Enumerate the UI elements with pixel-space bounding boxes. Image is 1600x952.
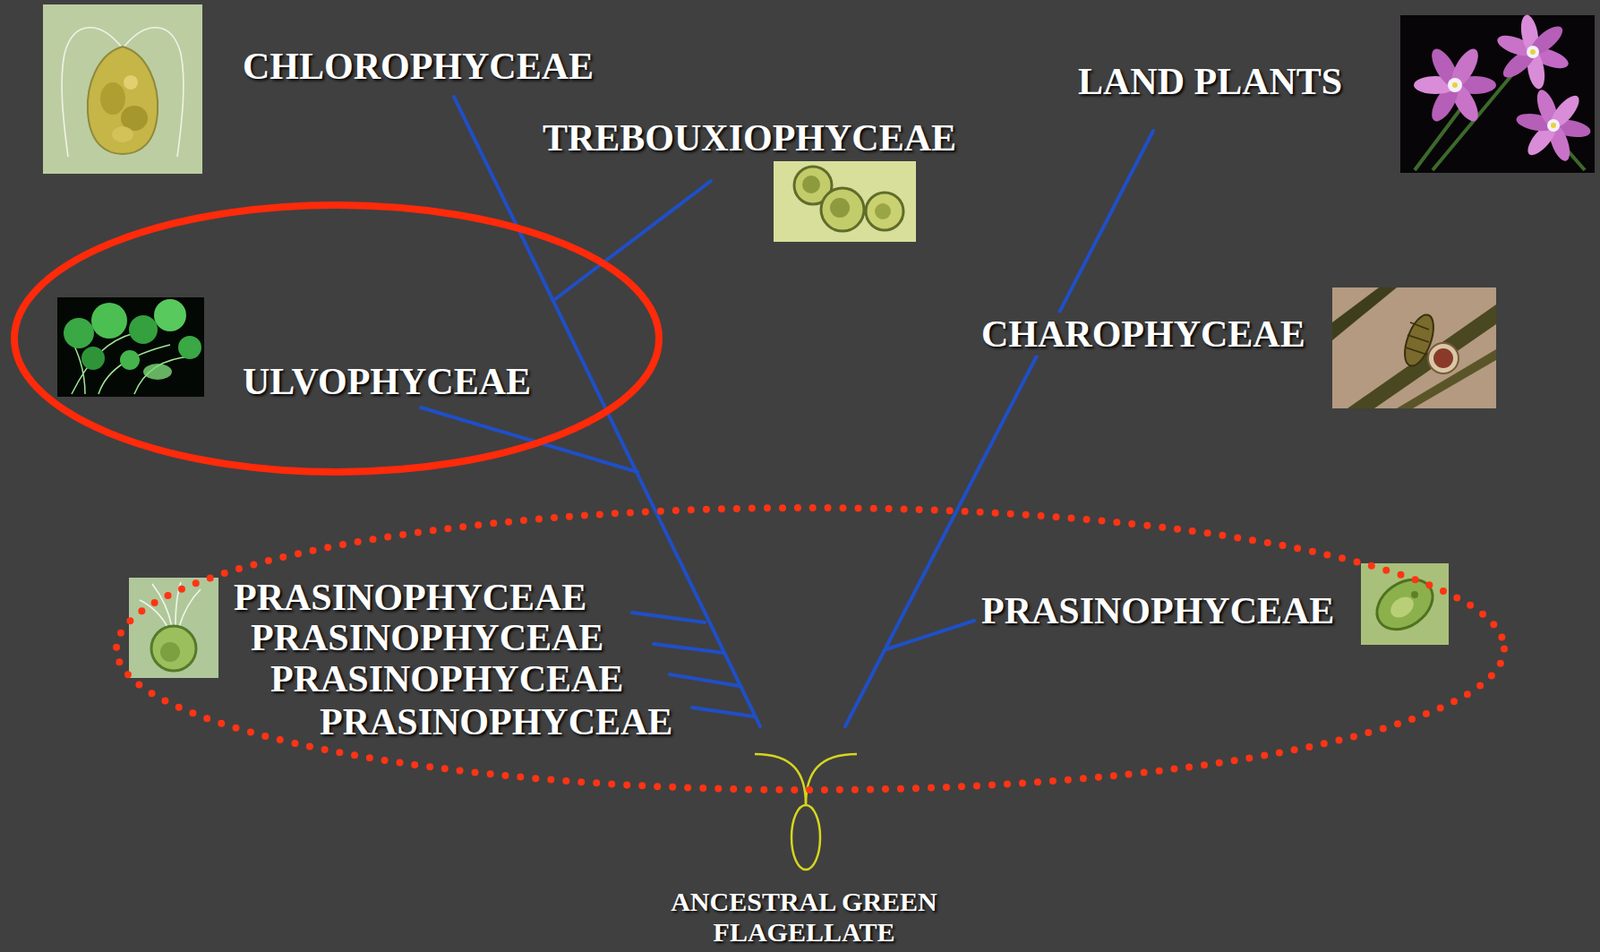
flagellum (754, 753, 806, 805)
chlorophyceae-photo (42, 4, 203, 174)
highlight-ellipse (9, 200, 664, 477)
flagellate-icon (791, 804, 821, 870)
highlight-ellipse: ULVOPHYCEAE (9, 200, 664, 477)
taxon-label: PRASINOPHYCEAE (319, 700, 673, 744)
ulvophyceae-photo (57, 297, 205, 397)
charophyceae-photo (1332, 287, 1497, 409)
land-plants-photo (1413, 44, 1497, 126)
ulvophyceae-photo (178, 335, 202, 360)
ulvophyceae-photo (63, 317, 95, 349)
land-plants-photo (1400, 15, 1595, 173)
prasinophyte-photo (1367, 569, 1442, 640)
tree-branch (632, 612, 705, 623)
ulvophyceae-photo (81, 346, 105, 370)
land-plants-photo (1547, 119, 1560, 132)
trebouxiophyceae-photo (802, 175, 821, 194)
taxon-label: ULVOPHYCEAE (242, 359, 531, 403)
prasinophyte-photo (1360, 563, 1449, 645)
taxon-label: PRASINOPHYCEAE (233, 575, 587, 619)
chlorophyceae-photo (111, 126, 134, 143)
prasinophyte-photo (160, 641, 180, 662)
land-plants-photo (1514, 86, 1592, 163)
land-plants-photo (1452, 82, 1458, 88)
ulvophyceae-photo (154, 299, 187, 332)
prasinophyte-photo (139, 581, 201, 629)
taxon-label: PRASINOPHYCEAE (981, 589, 1335, 633)
ulvophyceae-photo (143, 363, 172, 380)
charophyceae-photo (1405, 322, 1429, 355)
tree-branch (886, 620, 975, 650)
ulvophyceae-photo (91, 302, 128, 339)
trebouxiophyceae-photo (773, 161, 916, 242)
prasinophyte-photo (128, 577, 219, 678)
highlight-ellipse (14, 205, 659, 472)
chlorophyceae-photo (42, 4, 203, 174)
grouping-ellipse: PRASINOPHYCEAEPRASINOPHYCEAEPRASINOPHYCE… (111, 503, 1509, 795)
ulvophyceae-photo (128, 315, 158, 344)
land-plants-photo (1526, 45, 1540, 59)
chlorophyceae-photo (123, 75, 138, 90)
taxon-label: TREBOUXIOPHYCEAE (542, 116, 957, 160)
charophyceae-photo (1332, 287, 1497, 409)
tree-branch (669, 674, 740, 686)
land-plants-photo (1530, 49, 1536, 55)
prasinophyte-photo (1411, 590, 1419, 599)
tree-branch (653, 643, 724, 653)
ancestor-label: ANCESTRAL GREEN FLAGELLATE (642, 886, 966, 948)
flagellum (805, 753, 857, 805)
prasinophyte-photo (1360, 563, 1449, 645)
tree-branch (845, 130, 1154, 727)
prasinophyte-photo (151, 625, 197, 671)
chlorophyceae-photo (87, 46, 158, 155)
flagellate-icon (754, 753, 857, 870)
ulvophyceae-photo (119, 350, 140, 370)
taxon-label: PRASINOPHYCEAE (270, 657, 624, 701)
charophyceae-photo (1433, 348, 1454, 368)
taxon-label: LAND PLANTS (1078, 59, 1343, 103)
trebouxiophyceae-photo (865, 192, 904, 231)
land-plants-photo (1494, 13, 1571, 91)
grouping-ellipse (116, 507, 1505, 790)
land-plants-photo (1526, 21, 1567, 60)
prasinophyte-photo (128, 577, 219, 678)
taxon-label: CHLOROPHYCEAE (242, 44, 594, 88)
charophyceae-photo (1332, 287, 1397, 341)
land-plants-photo (1400, 13, 1595, 173)
trebouxiophyceae-photo (829, 197, 850, 218)
charophyceae-photo (1428, 342, 1459, 374)
taxon-label: PRASINOPHYCEAE (250, 616, 604, 659)
trebouxiophyceae-photo (773, 161, 916, 242)
land-plants-photo (1550, 122, 1557, 129)
land-plants-photo (1546, 91, 1584, 132)
trebouxiophyceae-photo (821, 188, 865, 232)
land-plants-photo (1414, 62, 1585, 171)
land-plants-photo (1447, 77, 1463, 93)
chlorophyceae-photo (42, 4, 203, 174)
tree-branch (692, 707, 754, 717)
trebouxiophyceae-photo (874, 203, 891, 220)
taxon-label: CHAROPHYCEAE (975, 312, 1311, 356)
ulvophyceae-photo (57, 297, 205, 397)
charophyceae-photo (1347, 304, 1497, 409)
chlorophyceae-photo (100, 82, 126, 115)
